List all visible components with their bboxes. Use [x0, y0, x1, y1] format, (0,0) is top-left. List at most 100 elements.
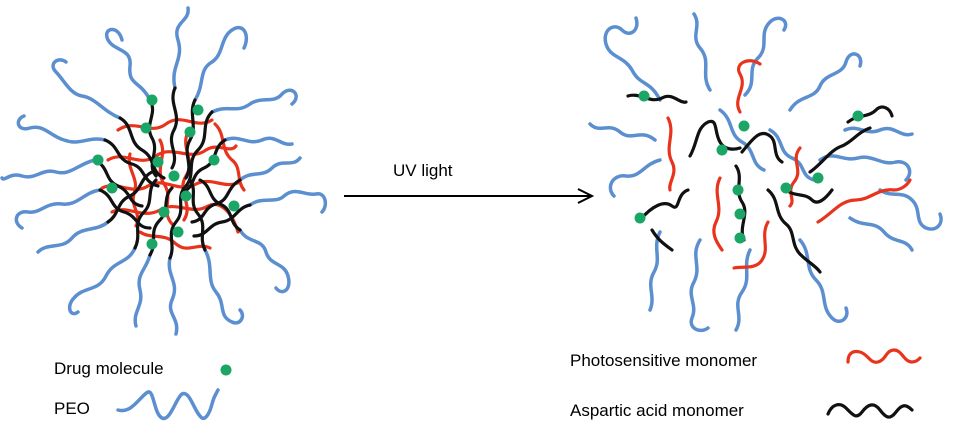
- peo-chain: [692, 12, 712, 92]
- peo-chain: [51, 58, 122, 120]
- peo-chain: [734, 248, 752, 332]
- aspartic-acid-chains-released: [626, 93, 894, 274]
- aspartic-acid-chain: [734, 164, 747, 242]
- legend-drug-label: Drug molecule: [54, 359, 164, 378]
- drug-molecule: [780, 182, 792, 194]
- legend: Drug molecule PEO Photosensitive monomer…: [54, 348, 922, 421]
- drug-molecule: [734, 208, 746, 220]
- peo-chain: [0, 158, 97, 181]
- peo-chain: [104, 27, 152, 102]
- aspartic-acid-chain: [184, 98, 197, 180]
- aspartic-acid-chain: [782, 186, 834, 204]
- drug-molecule: [158, 206, 170, 218]
- aspartic-acid-chain: [808, 126, 872, 174]
- photosensitive-chain: [732, 220, 770, 270]
- intact-micelle: [0, 6, 328, 336]
- photosensitive-chain: [106, 144, 238, 162]
- peo-chain: [223, 136, 294, 146]
- uv-light-label: UV light: [393, 161, 453, 180]
- legend-photosensitive-monomer: Photosensitive monomer: [570, 348, 922, 370]
- aspartic-acid-chain: [626, 93, 688, 104]
- aspartic-acid-chain: [103, 138, 160, 188]
- photosensitive-chain: [116, 118, 214, 132]
- peo-chain: [14, 188, 102, 230]
- aspartic-acid-chains: [93, 86, 252, 260]
- peo-chain: [588, 122, 657, 142]
- aspartic-acid-chain: [638, 188, 690, 222]
- peo-chain: [878, 188, 943, 231]
- drug-molecule: [152, 156, 164, 168]
- peo-chain: [203, 248, 245, 325]
- legend-peo-label: PEO: [54, 399, 90, 418]
- peo-chain: [210, 88, 298, 114]
- aspartic-acid-chain: [198, 178, 242, 232]
- aspartic-acid-chain: [98, 188, 152, 230]
- drug-molecule-dot-icon: [220, 364, 232, 376]
- peo-chain: [689, 238, 710, 333]
- aspartic-acid-chain: [118, 116, 166, 180]
- peo-wavy-chain-icon: [116, 388, 220, 421]
- aspartic-acid-chain: [169, 86, 179, 170]
- peo-chains-released: [588, 12, 943, 333]
- drug-molecule: [92, 154, 104, 166]
- peo-chain: [648, 230, 662, 312]
- drug-molecule: [852, 110, 864, 122]
- drug-molecule: [738, 120, 750, 132]
- drug-molecule: [184, 126, 196, 138]
- peo-chain: [608, 158, 662, 198]
- aspartic-acid-chain: [180, 138, 227, 194]
- peo-chain: [238, 228, 291, 294]
- aspartic-acid-chain: [93, 158, 144, 208]
- drug-molecules-released: [634, 90, 864, 244]
- peo-chain: [718, 108, 766, 172]
- peo-corona-chains: [0, 6, 328, 336]
- peo-chain: [768, 128, 816, 182]
- drug-molecule: [208, 154, 220, 166]
- drug-molecule: [734, 232, 746, 244]
- legend-aspartic-acid-monomer: Aspartic acid monomer: [570, 401, 914, 420]
- drug-molecule: [106, 182, 118, 194]
- peo-chain: [36, 220, 110, 254]
- drug-molecule: [140, 122, 152, 134]
- aspartic-acid-chain: [133, 178, 158, 250]
- aspartic-acid-monomer-chain-icon: [826, 403, 914, 419]
- drug-molecule: [168, 170, 180, 182]
- aspartic-acid-chain: [188, 178, 207, 252]
- peo-chain: [603, 16, 662, 102]
- photosensitive-chain: [736, 59, 762, 114]
- peo-chain: [16, 114, 107, 144]
- drug-molecule: [146, 238, 158, 250]
- peo-chain: [788, 52, 863, 112]
- peo-chain: [848, 216, 914, 252]
- legend-drug-molecule: Drug molecule: [54, 359, 232, 378]
- photosensitive-chain: [712, 176, 724, 252]
- aspartic-acid-chain: [688, 119, 742, 158]
- drug-molecule: [634, 212, 646, 224]
- peo-chain: [248, 189, 328, 214]
- aspartic-acid-chain: [766, 188, 822, 274]
- drug-molecule: [228, 200, 240, 212]
- peo-chain: [133, 253, 152, 328]
- drug-molecule: [812, 172, 824, 184]
- legend-photo-label: Photosensitive monomer: [570, 351, 757, 370]
- drug-molecule: [180, 190, 192, 202]
- photosensitive-monomer-chain-icon: [846, 348, 922, 364]
- legend-peo: PEO: [54, 388, 220, 421]
- peo-chain: [818, 154, 912, 182]
- peo-chain: [743, 16, 788, 97]
- aspartic-acid-chain: [650, 228, 674, 252]
- aspartic-acid-chain: [740, 131, 784, 164]
- drug-molecule: [732, 184, 744, 196]
- peo-chain: [798, 238, 849, 323]
- peo-chain: [238, 156, 302, 182]
- drug-molecule: [146, 94, 158, 106]
- aspartic-acid-chain: [106, 170, 154, 224]
- photosensitive-chain: [100, 179, 242, 192]
- uv-light-arrow: UV light: [344, 161, 595, 204]
- peo-chain: [172, 6, 190, 90]
- peo-chain: [843, 126, 914, 137]
- peo-chain: [193, 26, 249, 102]
- aspartic-acid-chain: [184, 110, 214, 188]
- drug-molecule: [192, 104, 204, 116]
